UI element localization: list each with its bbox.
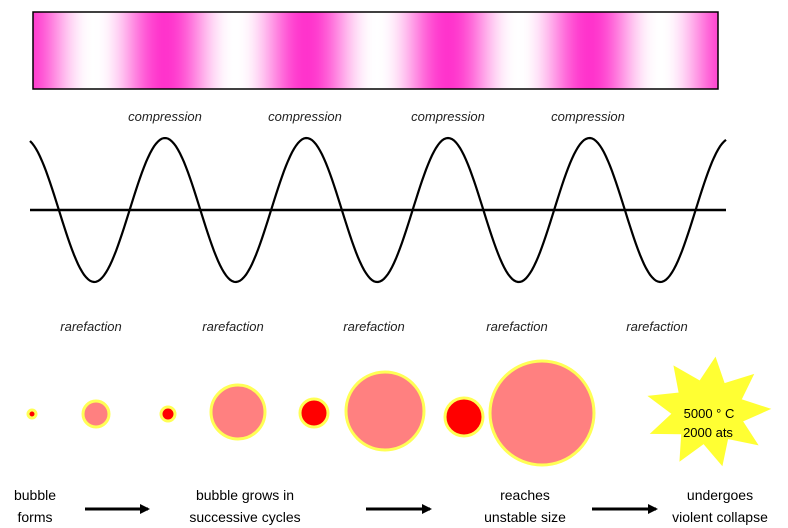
rarefaction-label-5: rarefaction	[626, 319, 687, 334]
stage-2-line-1: bubble grows in	[196, 487, 294, 503]
collapse-temperature: 5000 ° C	[684, 406, 735, 421]
compression-labels: compression compression compression comp…	[128, 109, 625, 124]
stage-4-line-2: violent collapse	[672, 509, 768, 525]
rarefaction-label-4: rarefaction	[486, 319, 547, 334]
compression-label-2: compression	[268, 109, 342, 124]
bubble-2	[81, 399, 111, 429]
stage-4-line-1: undergoes	[687, 487, 753, 503]
rarefaction-label-3: rarefaction	[343, 319, 404, 334]
starburst-icon	[647, 356, 772, 467]
compression-label-3: compression	[411, 109, 485, 124]
collapse-star: 5000 ° C 2000 ats	[647, 356, 772, 467]
stage-2-line-2: successive cycles	[189, 509, 300, 525]
stage-1-line-2: forms	[18, 509, 53, 525]
bubble-6	[344, 370, 426, 452]
rarefaction-label-1: rarefaction	[60, 319, 121, 334]
pressure-band	[32, 11, 719, 90]
stage-3-line-2: unstable size	[484, 509, 566, 525]
collapse-pressure: 2000 ats	[683, 425, 733, 440]
bubble-3	[159, 405, 177, 423]
bubble-8	[488, 359, 596, 467]
bubble-7	[443, 396, 485, 438]
stage-labels: bubble forms bubble grows in successive …	[14, 487, 768, 525]
bubble-sequence	[26, 359, 596, 467]
sound-wave	[29, 136, 727, 284]
compression-label-1: compression	[128, 109, 202, 124]
bubble-1	[26, 408, 38, 420]
rarefaction-labels: rarefaction rarefaction rarefaction rare…	[60, 319, 687, 334]
compression-label-4: compression	[551, 109, 625, 124]
bubble-5	[298, 397, 330, 429]
bubble-4	[209, 383, 267, 441]
stage-1-line-1: bubble	[14, 487, 56, 503]
stage-3-line-1: reaches	[500, 487, 550, 503]
rarefaction-label-2: rarefaction	[202, 319, 263, 334]
